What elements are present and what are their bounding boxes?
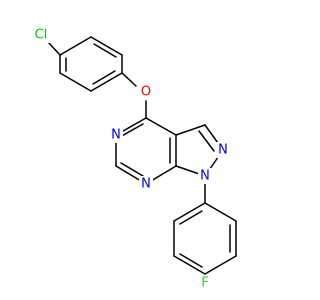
bond — [120, 162, 144, 177]
bonds — [47, 36, 237, 275]
bond — [179, 210, 203, 225]
bond — [59, 72, 92, 92]
pyrimidine-nitrogen-bottom-label: N — [141, 177, 151, 192]
bond — [175, 124, 206, 136]
bond — [145, 117, 177, 136]
pyrazole-nitrogen-1-label: N — [200, 169, 210, 184]
molecule-structure: Cl O N N N N F — [31, 27, 237, 291]
pyrimidine-nitrogen-top-label: N — [111, 128, 121, 143]
bond — [93, 43, 117, 58]
bond — [179, 253, 203, 268]
bond — [173, 255, 206, 275]
bond — [173, 202, 206, 222]
chlorine-atom-label: Cl — [35, 28, 48, 43]
bond — [204, 255, 237, 275]
bond — [121, 72, 137, 87]
bond — [47, 41, 61, 56]
bond — [198, 130, 215, 152]
bond — [119, 123, 144, 138]
ether-oxygen-label: O — [141, 85, 151, 100]
atom-labels: Cl O N N N N F — [31, 27, 230, 291]
bond — [90, 72, 123, 92]
bond — [204, 202, 237, 222]
bond — [90, 36, 123, 56]
bond — [92, 70, 116, 85]
bond — [59, 36, 92, 56]
pyrazole-nitrogen-2-label: N — [218, 143, 228, 158]
fluorine-atom-label: F — [201, 276, 208, 291]
